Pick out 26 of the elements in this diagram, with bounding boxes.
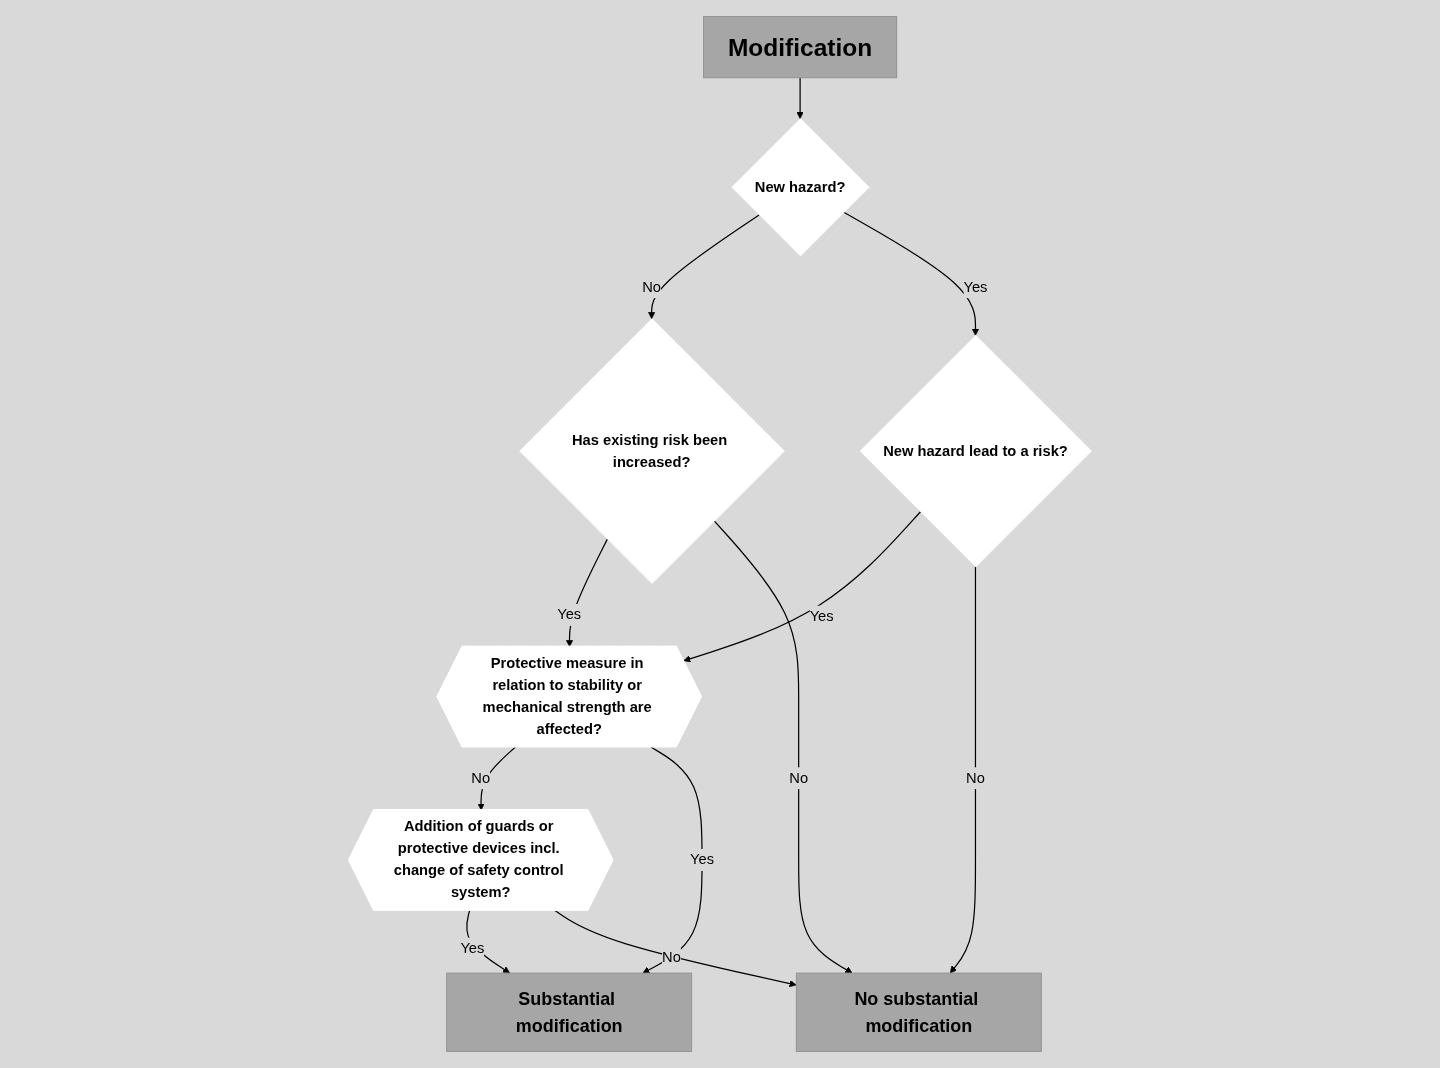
arrow [843,211,980,336]
edge-label: Yes [557,606,582,623]
edge-label: Yes [690,851,715,868]
edge-label: No [471,769,491,786]
edge-label: No [642,278,662,296]
arrow [565,538,608,648]
arrow [554,909,797,988]
edge-label: No [789,769,809,786]
arrow [648,214,760,320]
edge-label: Yes [809,608,834,625]
edge-label: Yes [460,939,485,957]
arrow [477,746,516,811]
arrow [949,566,977,974]
arrow [796,77,804,119]
edge-label: No [966,769,985,786]
node-diamond: New hazard? [731,118,870,257]
edge-label: Yes [963,278,988,296]
node-diamond: Has existing risk been increased? [519,318,785,584]
arrow [642,746,703,974]
node-box: No substantial modification [795,972,1042,1052]
arrow [683,511,922,663]
arrow [713,520,853,974]
node-box: Substantial modification [446,972,693,1052]
edge-label: No [662,948,681,966]
node-box: Modification [703,16,898,79]
node-diamond: New hazard lead to a risk? [859,335,1092,568]
